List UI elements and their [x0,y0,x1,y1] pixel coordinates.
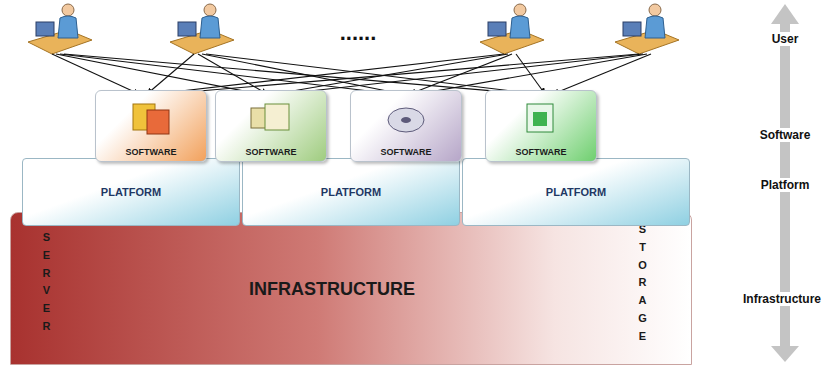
user-icon [28,4,92,54]
platform-box: PLATFORM [242,158,460,226]
user-link [147,54,194,94]
platform-box: PLATFORM [462,158,690,226]
user-icon [615,4,679,54]
software-label: SOFTWARE [126,147,177,157]
user-link [60,54,394,94]
platform-label: PLATFORM [321,186,381,198]
infrastructure-label: STORAGE [637,221,648,346]
user-links [52,54,651,94]
user-link [418,54,647,94]
software-icon [133,104,169,134]
layer-label: Software [758,128,813,142]
user-link [275,54,508,94]
user-link [206,54,537,94]
software-tile: SOFTWARE [350,90,462,162]
platform-label: PLATFORM [101,186,161,198]
layer-label: Infrastructure [741,292,823,306]
software-label: SOFTWARE [381,147,432,157]
platform-box: PLATFORM [22,158,240,226]
software-label: SOFTWARE [246,147,297,157]
layer-label: Platform [759,178,812,192]
software-icon [251,104,289,130]
software-icon [388,108,424,132]
ellipsis-label: ...... [338,22,379,44]
user-link [283,54,643,94]
software-tile: SOFTWARE [215,90,327,162]
platform-label: PLATFORM [546,186,606,198]
infrastructure-band: SERVER INFRASTRUCTURE STORAGE [10,212,692,365]
user-link [553,54,651,94]
software-label: SOFTWARE [516,147,567,157]
software-icon [527,104,553,132]
infrastructure-label: SERVER [41,229,52,336]
user-icons [28,4,679,54]
software-tile: SOFTWARE [95,90,207,162]
user-link [52,54,139,94]
user-icon [170,4,234,54]
layer-label: User [770,32,801,46]
infrastructure-label: INFRASTRUCTURE [249,279,415,300]
software-tile: SOFTWARE [485,90,597,162]
user-icon [480,4,544,54]
